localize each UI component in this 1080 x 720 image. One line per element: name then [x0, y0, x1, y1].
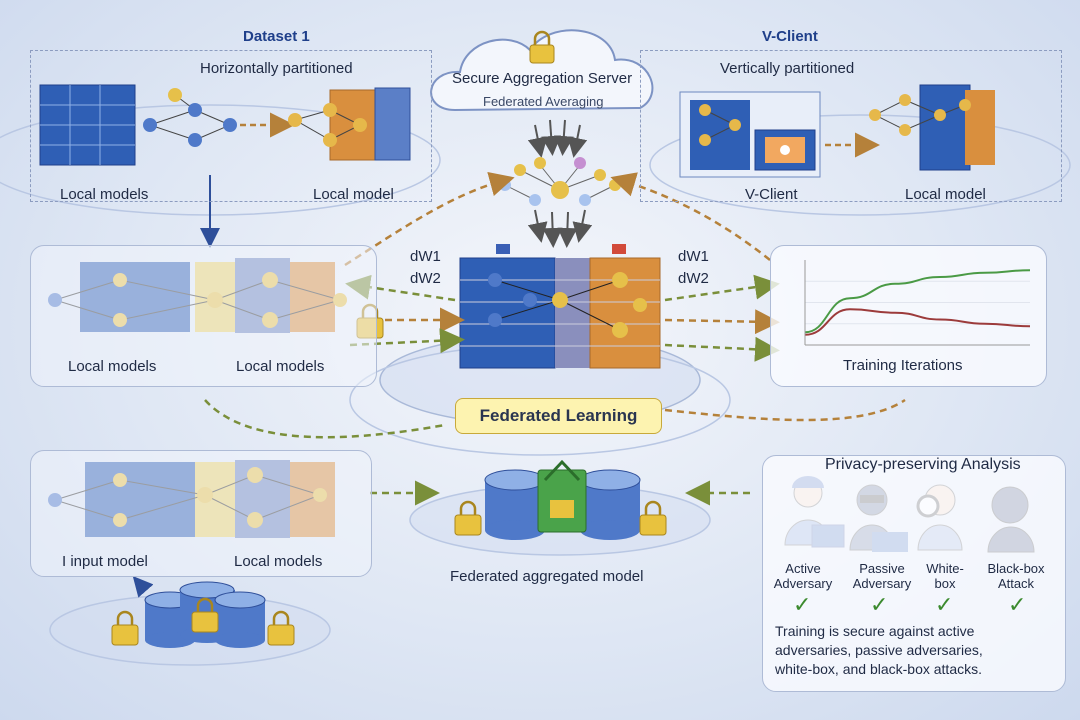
model-label: Local model	[313, 186, 394, 203]
server-subtitle: Federated Averaging	[483, 94, 604, 109]
privacy-title: Privacy-preserving Analysis	[825, 456, 1021, 473]
network-icon	[679, 84, 995, 178]
local-models-panel	[30, 245, 377, 387]
input-models-panel	[30, 450, 372, 577]
flow-arrow	[664, 398, 906, 422]
model-label: Local models	[236, 358, 325, 375]
training-chart-panel	[770, 245, 1047, 387]
training-chart	[804, 260, 1031, 346]
lock-icon	[454, 500, 667, 536]
dataset-group-frame	[30, 50, 432, 202]
flow-arrow	[610, 172, 771, 261]
role-line: Adversary	[852, 576, 912, 591]
database-icon	[484, 469, 641, 540]
check-icon: ✓	[793, 592, 812, 617]
privacy-note-line: adversaries, passive adversaries,	[775, 642, 983, 658]
role-line: box	[934, 576, 956, 591]
privacy-note-line: white-box, and black-box attacks.	[775, 661, 982, 677]
model-label: Local models	[60, 186, 149, 203]
global-model-icon	[459, 244, 661, 369]
lock-icon	[529, 30, 555, 64]
aggregation-network-icon	[499, 157, 621, 206]
check-icon: ✓	[870, 592, 889, 617]
partition-label: Vertically partitioned	[720, 60, 855, 77]
role-line: Attack	[997, 576, 1035, 591]
privacy-panel	[762, 455, 1066, 692]
check-icon: ✓	[1008, 592, 1027, 617]
flow-arrow	[664, 309, 780, 335]
model-label: Local model	[905, 186, 986, 203]
gradient-label: dW1	[678, 248, 709, 265]
gradient-label: dW1	[410, 248, 441, 265]
chart-x-label: Training Iterations	[843, 357, 963, 374]
model-label: Local models	[68, 358, 157, 375]
privacy-note-line: Training is secure against active	[775, 623, 975, 639]
role-line: White-	[926, 561, 964, 576]
flow-arrow	[344, 171, 515, 267]
chart-series-line	[804, 269, 1031, 334]
secure-model-icon	[537, 459, 587, 533]
flow-arrows	[527, 119, 588, 158]
gradient-label: dW2	[678, 270, 709, 287]
role-line: Adversary	[773, 576, 833, 591]
model-label: V-Client	[745, 186, 798, 203]
federated-learning-label: Federated Learning	[455, 398, 662, 434]
chart-series-line	[804, 308, 1031, 336]
flow-arrows	[527, 209, 593, 248]
model-label: I input model	[62, 553, 148, 570]
vclient-group-frame	[640, 50, 1062, 202]
role-line: Active	[785, 561, 821, 576]
aggregated-model-label: Federated aggregated model	[450, 568, 644, 585]
server-title: Secure Aggregation Server	[452, 70, 633, 87]
gradient-label: dW2	[410, 270, 441, 287]
flow-arrow	[664, 274, 780, 302]
partition-label: Horizontally partitioned	[200, 60, 353, 77]
vclient-header: V-Client	[762, 28, 818, 45]
dataset-header: Dataset 1	[243, 28, 310, 45]
check-icon: ✓	[935, 592, 954, 617]
lock-icon	[111, 597, 295, 646]
flow-arrow	[204, 399, 446, 439]
database-icon	[144, 581, 266, 648]
role-line: Passive	[859, 561, 905, 576]
flow-arrow	[132, 575, 154, 598]
flow-arrow	[664, 336, 780, 362]
network-icon	[39, 84, 411, 166]
role-line: Black-box	[987, 561, 1045, 576]
model-label: Local models	[234, 553, 323, 570]
role-white-box: White-box	[915, 561, 975, 591]
ripple	[649, 114, 1071, 216]
